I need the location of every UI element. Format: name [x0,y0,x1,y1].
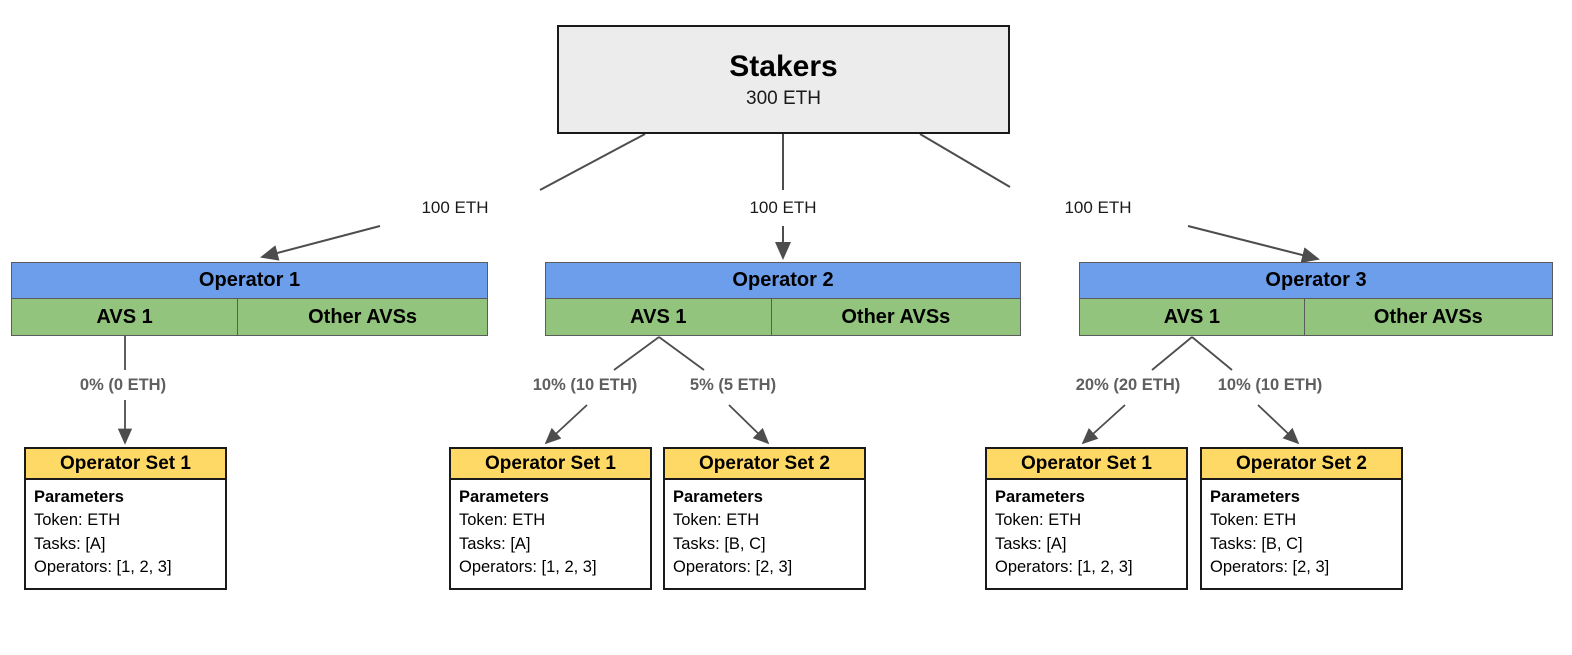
operator-set-4-body: Parameters Token: ETH Tasks: [A] Operato… [985,480,1188,590]
edge-label-stakers-operator-1: 100 ETH [421,198,489,217]
operator-3-avs-1-cell[interactable]: AVS 1 [1080,299,1305,335]
operator-set-node-3[interactable]: Operator Set 2 Parameters Token: ETH Tas… [663,447,866,590]
operator-set-4-tasks: Tasks: [A] [995,534,1067,553]
operator-set-3-parameters-heading: Parameters [673,488,763,506]
operator-node-2[interactable]: Operator 2 AVS 1 Other AVSs [545,262,1021,336]
operator-set-2-parameters-heading: Parameters [459,488,549,506]
allocation-label-operator-1-set-1: 0% (0 ETH) [79,376,167,394]
operator-set-1-title: Operator Set 1 [24,447,227,480]
operator-set-2-operators: Operators: [1, 2, 3] [459,558,597,577]
operator-set-4-parameters-heading: Parameters [995,488,1085,506]
operator-1-header: Operator 1 [12,263,487,299]
operator-set-5-operators: Operators: [2, 3] [1210,558,1330,577]
edge-label-stakers-operator-3: 100 ETH [1064,198,1132,217]
operator-2-other-avss-cell[interactable]: Other AVSs [841,305,951,328]
operator-3-avs-row: AVS 1 Other AVSs [1080,299,1552,335]
operator-set-5-title: Operator Set 2 [1200,447,1403,480]
operator-set-2-tasks: Tasks: [A] [459,534,531,553]
operator-1-avs-row: AVS 1 Other AVSs [12,299,487,335]
operator-node-3[interactable]: Operator 3 AVS 1 Other AVSs [1079,262,1553,336]
operator-set-5-parameters-heading: Parameters [1210,488,1300,506]
operator-1-avs-1-cell[interactable]: AVS 1 [12,299,239,335]
operator-set-3-title: Operator Set 2 [663,447,866,480]
operator-1-other-avss-cell[interactable]: Other AVSs [308,305,418,328]
operator-set-4-title: Operator Set 1 [985,447,1188,480]
operator-set-node-2[interactable]: Operator Set 1 Parameters Token: ETH Tas… [449,447,652,590]
operator-set-5-body: Parameters Token: ETH Tasks: [B, C] Oper… [1200,480,1403,590]
operator-2-header: Operator 2 [546,263,1020,299]
operator-set-3-token: Token: ETH [673,511,760,530]
operator-set-1-tasks: Tasks: [A] [34,534,106,553]
operator-set-5-token: Token: ETH [1210,511,1297,530]
operator-3-other-avss-cell[interactable]: Other AVSs [1373,305,1483,328]
operator-set-4-operators: Operators: [1, 2, 3] [995,558,1133,577]
operator-set-node-4[interactable]: Operator Set 1 Parameters Token: ETH Tas… [985,447,1188,590]
operator-set-1-operators: Operators: [1, 2, 3] [34,558,172,577]
allocation-label-operator-2-set-2: 5% (5 ETH) [689,376,777,394]
allocation-label-operator-3-set-2: 10% (10 ETH) [1217,376,1323,394]
operator-set-4-token: Token: ETH [995,511,1082,530]
allocation-label-operator-2-set-1: 10% (10 ETH) [532,376,638,394]
operator-set-2-title: Operator Set 1 [449,447,652,480]
operator-set-1-parameters-heading: Parameters [34,488,124,506]
operator-set-node-5[interactable]: Operator Set 2 Parameters Token: ETH Tas… [1200,447,1403,590]
operator-2-avs-1-cell[interactable]: AVS 1 [546,299,772,335]
edge-label-stakers-operator-2: 100 ETH [749,198,817,217]
edge-stakers-operator-1 [260,133,646,261]
operator-set-5-tasks: Tasks: [B, C] [1210,534,1303,553]
operator-set-node-1[interactable]: Operator Set 1 Parameters Token: ETH Tas… [24,447,227,590]
operator-set-3-tasks: Tasks: [B, C] [673,534,766,553]
operator-set-1-token: Token: ETH [34,511,121,530]
operator-2-avs-row: AVS 1 Other AVSs [546,299,1020,335]
operator-node-1[interactable]: Operator 1 AVS 1 Other AVSs [11,262,488,336]
operator-set-2-token: Token: ETH [459,511,546,530]
operator-set-2-body: Parameters Token: ETH Tasks: [A] Operato… [449,480,652,590]
operator-3-header: Operator 3 [1080,263,1552,299]
operator-set-1-body: Parameters Token: ETH Tasks: [A] Operato… [24,480,227,590]
edge-stakers-operator-3 [919,133,1320,263]
stakers-amount: 300 ETH [746,87,821,109]
operator-set-3-body: Parameters Token: ETH Tasks: [B, C] Oper… [663,480,866,590]
stakers-title: Stakers [729,49,838,83]
allocation-label-operator-3-set-1: 20% (20 ETH) [1075,376,1181,394]
operator-set-3-operators: Operators: [2, 3] [673,558,793,577]
stakers-node[interactable]: Stakers 300 ETH [557,25,1010,134]
